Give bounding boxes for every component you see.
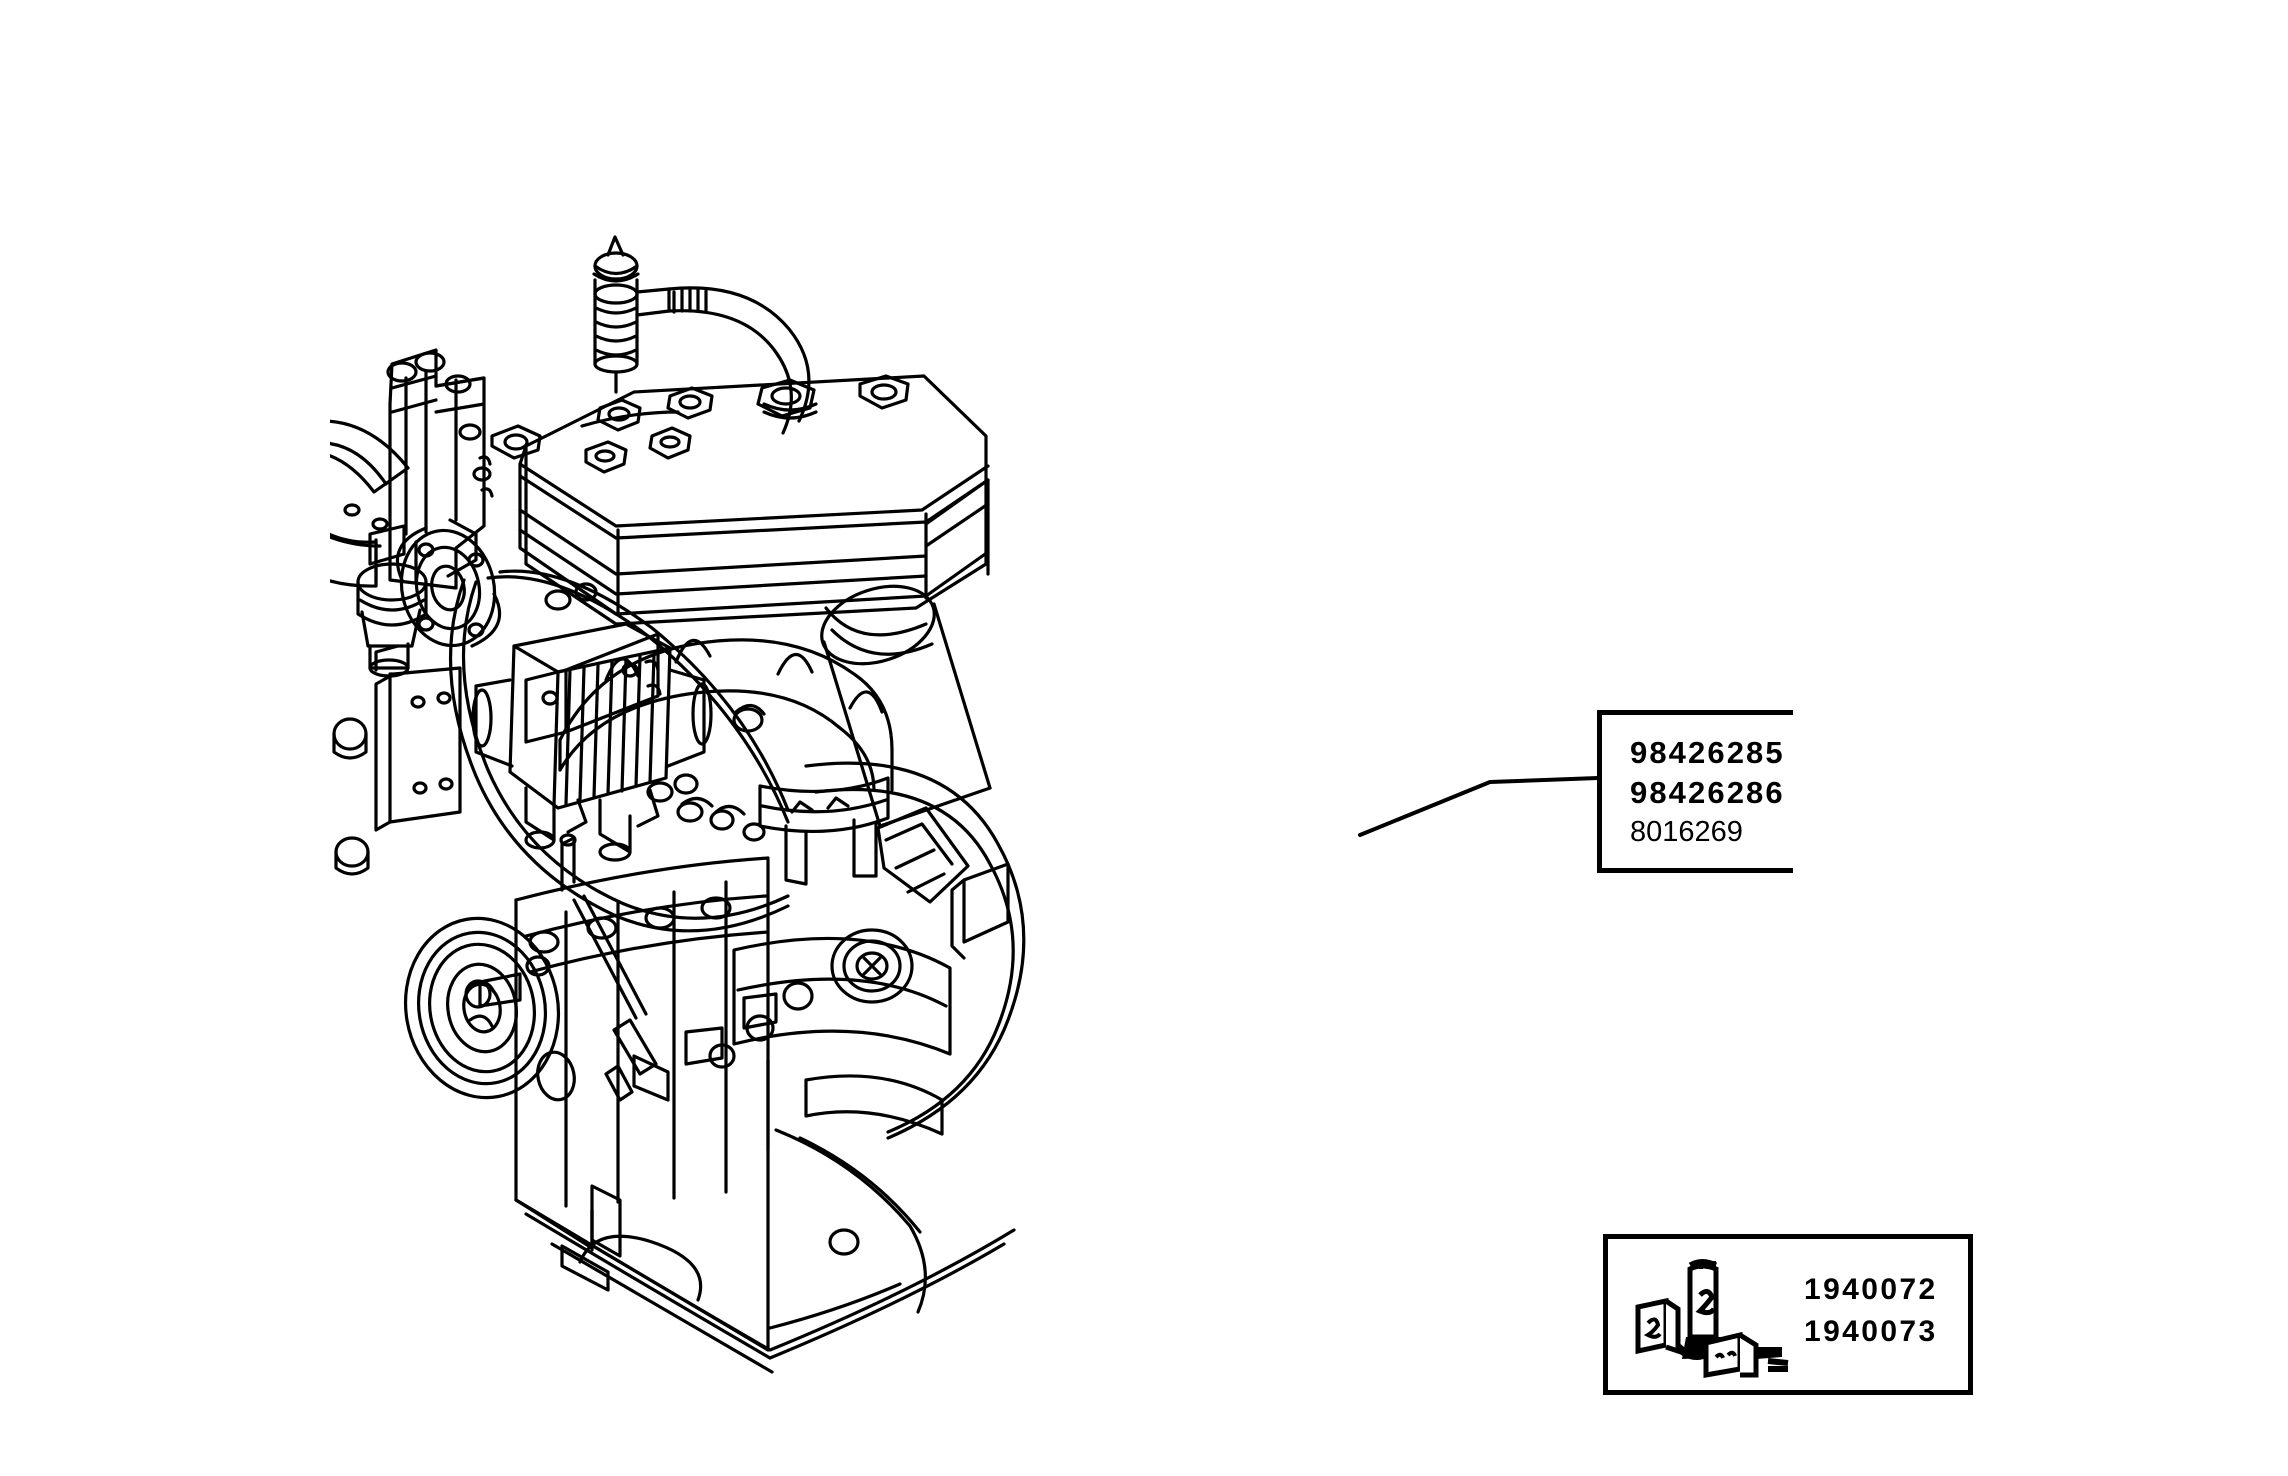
legend-part-number-2: 1940073: [1804, 1315, 1938, 1348]
fan-bracket: [330, 419, 418, 588]
bell-housing: [708, 761, 1026, 1330]
oil-filter-head: [876, 806, 1010, 960]
breather-hose: [635, 286, 811, 435]
exhaust-manifold: [558, 638, 894, 886]
callout-part-number-1: 98426285: [1630, 735, 1785, 770]
front-bracket: [368, 348, 494, 590]
side-mount-plate: [332, 644, 462, 876]
oil-filter-callout-box: 98426285 98426286 8016269: [1597, 710, 1793, 873]
alternator: [471, 622, 713, 862]
lower-rail: [560, 992, 778, 1292]
oil-filler-cap-group: [592, 235, 640, 394]
crankshaft-pulley: [403, 916, 576, 1102]
engine-line-drawing: [330, 200, 1480, 1390]
fan-pulley-hub: [395, 526, 502, 648]
legend-part-number-1: 1940072: [1804, 1273, 1938, 1306]
filter-components-legend-box: 1940072 1940073: [1603, 1234, 1973, 1395]
misc-fittings: [544, 582, 766, 842]
callout-part-number-2: 98426286: [1630, 775, 1785, 810]
cylinder-head: [518, 474, 990, 616]
engine-block: [464, 856, 770, 1352]
callout-reference-number: 8016269: [1630, 816, 1743, 848]
filter-cartridge-icon: [1628, 1251, 1808, 1381]
dipstick: [559, 833, 658, 1102]
oil-pan: [514, 1198, 1016, 1374]
